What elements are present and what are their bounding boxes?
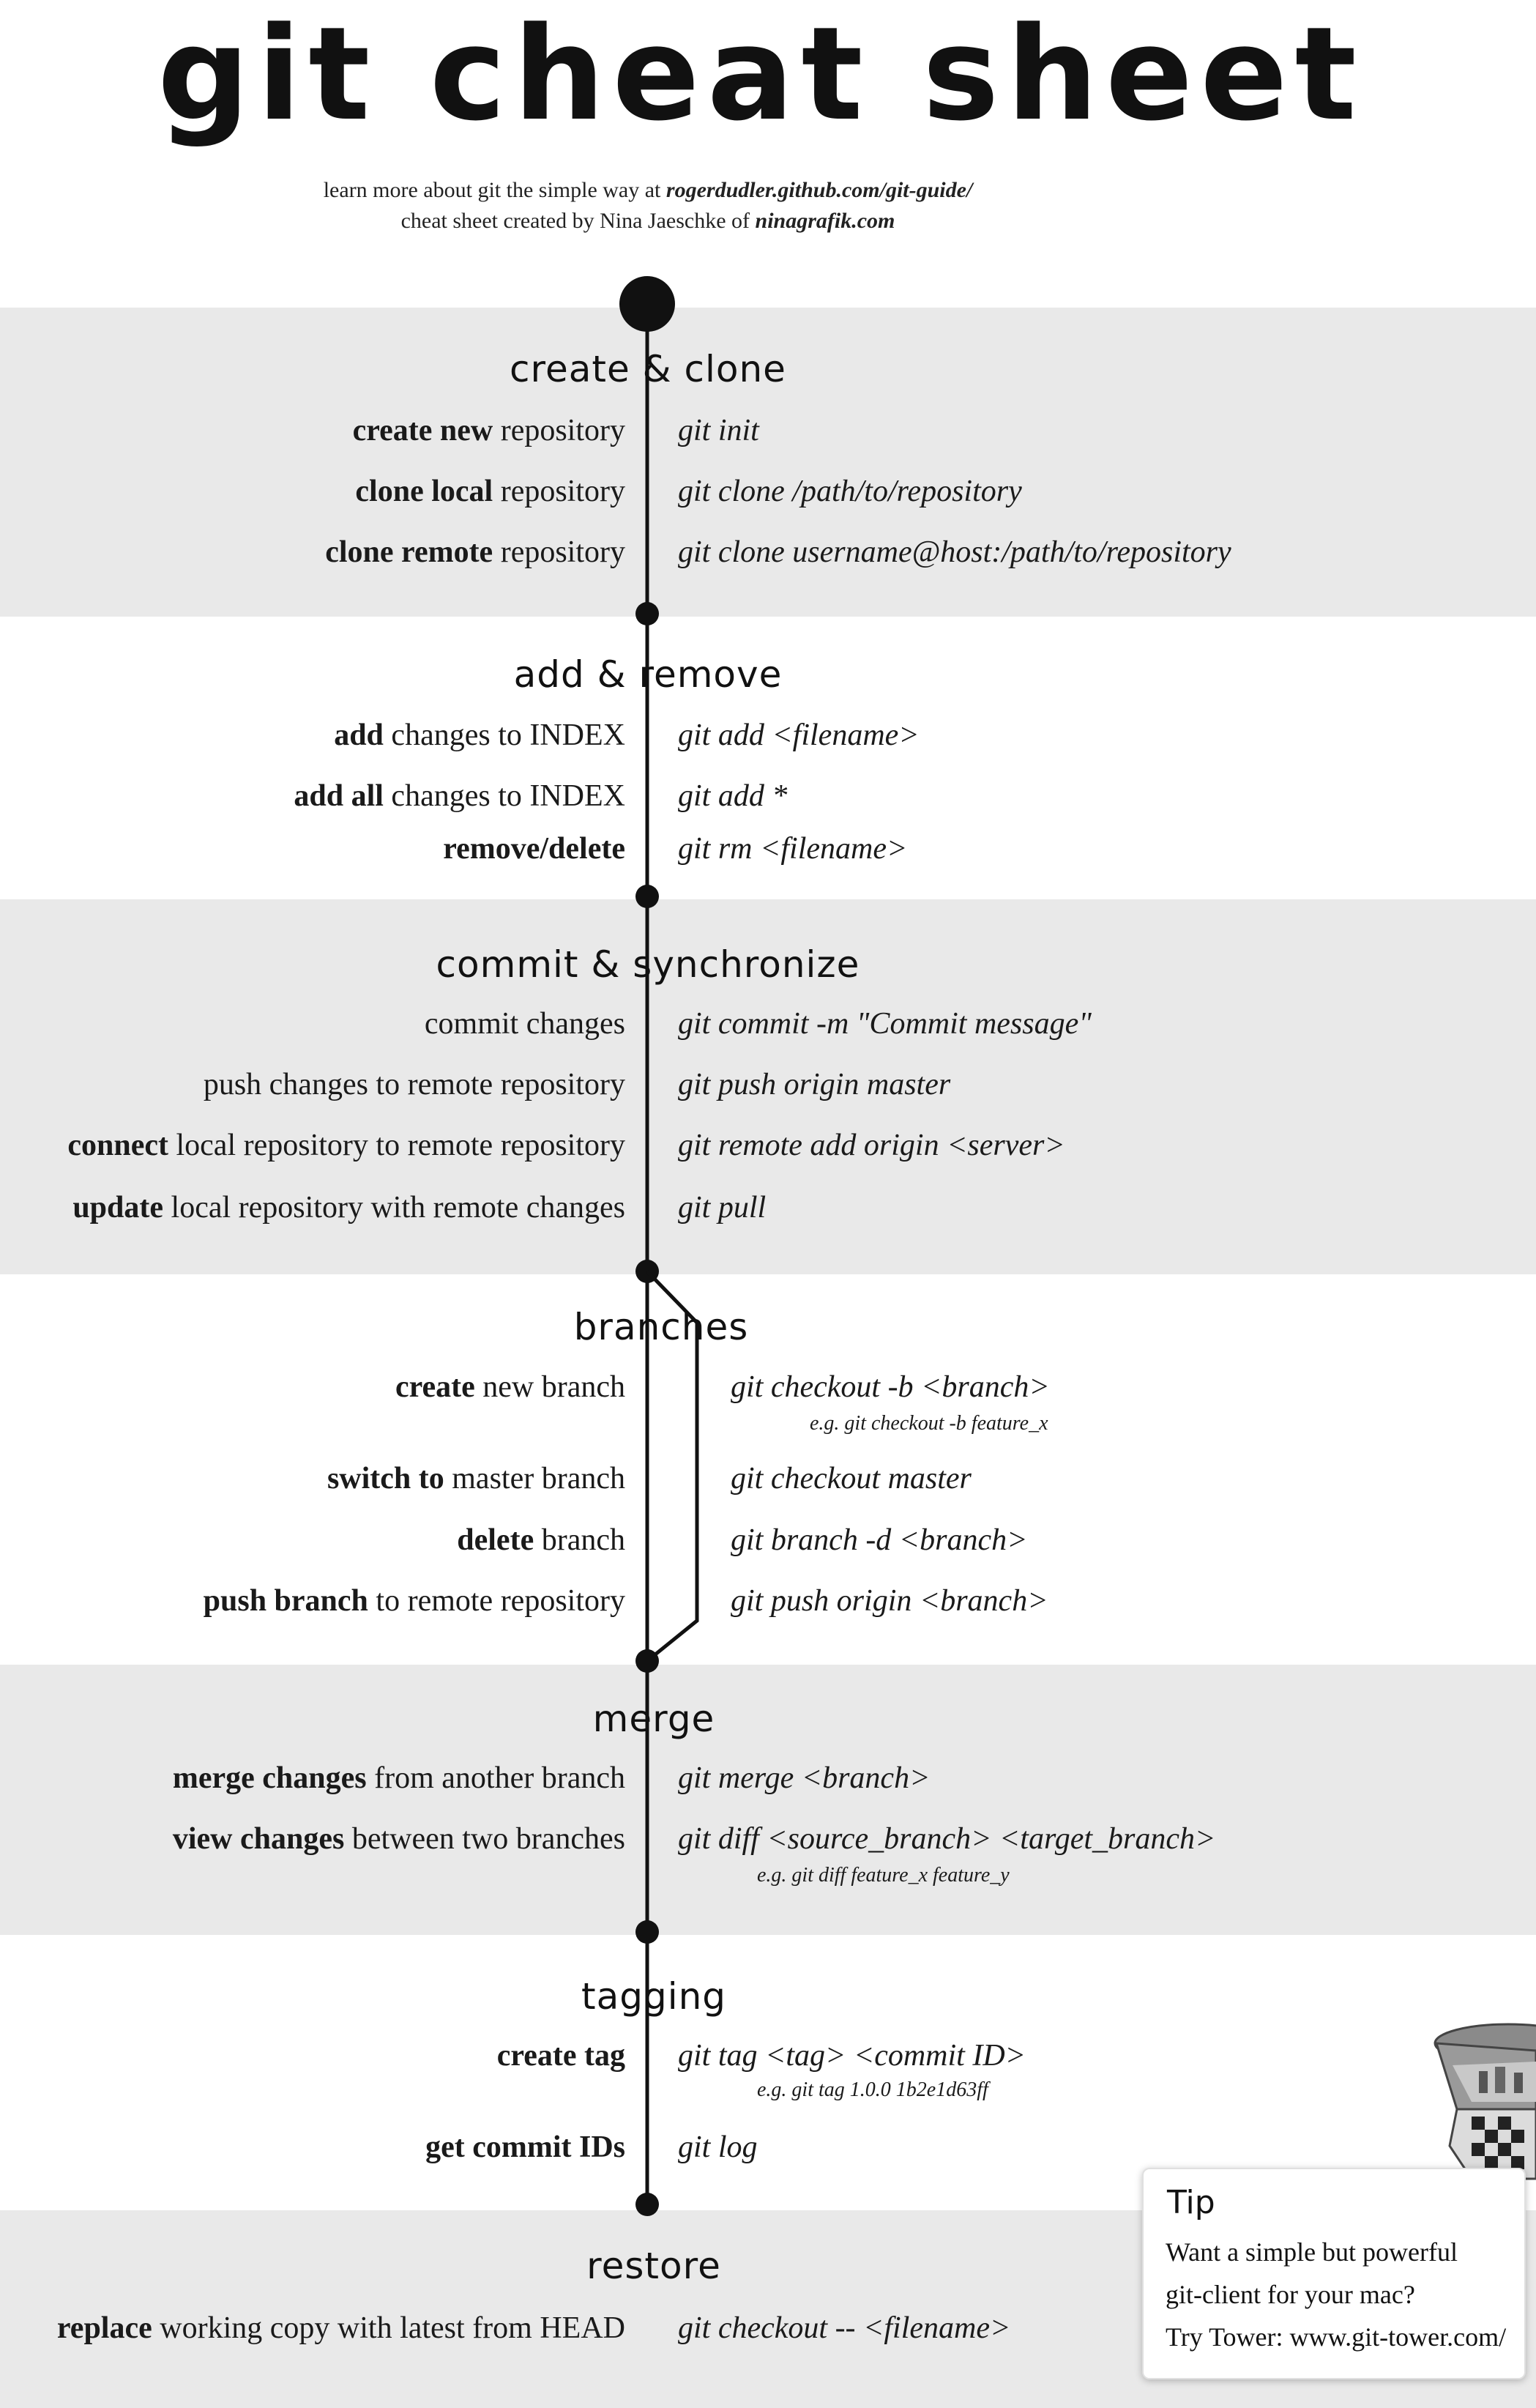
tip-title: Tip: [1167, 2184, 1215, 2221]
row-label: view changes between two branches: [172, 1822, 625, 1856]
row-label: connect local repository to remote repos…: [67, 1129, 625, 1162]
tip-box: Tip Want a simple but powerful git-clien…: [1142, 2168, 1526, 2379]
row-command: git branch -d <branch>: [731, 1523, 1028, 1557]
row-label: create new branch: [395, 1370, 625, 1404]
guide-link[interactable]: rogerdudler.github.com/git-guide/: [666, 178, 973, 202]
row-command: git clone /path/to/repository: [678, 475, 1022, 508]
tip-line: Want a simple but powerful: [1166, 2237, 1458, 2267]
row-command: git push origin <branch>: [731, 1584, 1048, 1618]
row-command: git checkout -b <branch>: [731, 1370, 1050, 1404]
tower-app-icon[interactable]: [1428, 2021, 1536, 2190]
row-command: git init: [678, 414, 759, 447]
credit-line: cheat sheet created by Nina Jaeschke of …: [400, 209, 895, 233]
row-label: commit changes: [424, 1007, 625, 1041]
row-command: git add *: [678, 779, 788, 813]
row-command: git push origin master: [678, 1068, 951, 1101]
row-label: get commit IDs: [425, 2130, 625, 2164]
tip-line: git-client for your mac?: [1166, 2280, 1415, 2309]
page-title: git cheat sheet: [157, 0, 1364, 149]
section-title-merge: merge: [592, 1698, 715, 1740]
band-create-clone: [0, 308, 1536, 617]
section-title-branches: branches: [573, 1306, 749, 1348]
row-label: clone local repository: [355, 475, 625, 508]
row-command: git log: [678, 2130, 758, 2164]
commit-node: [635, 2193, 659, 2216]
row-label: remove/delete: [443, 832, 625, 866]
example-note: e.g. git checkout -b feature_x: [810, 1412, 1048, 1435]
row-command: git merge <branch>: [678, 1761, 931, 1795]
section-title-restore: restore: [586, 2245, 721, 2287]
section-title-commit-sync: commit & synchronize: [436, 943, 860, 986]
tower-link[interactable]: Try Tower: www.git-tower.com/: [1166, 2322, 1507, 2352]
row-command: git commit -m "Commit message": [678, 1007, 1092, 1041]
row-command: git rm <filename>: [678, 832, 908, 866]
row-label: create new repository: [352, 414, 625, 447]
row-command: git remote add origin <server>: [678, 1129, 1065, 1162]
commit-node: [635, 602, 659, 625]
commit-node: [635, 1920, 659, 1944]
section-title-add-remove: add & remove: [513, 653, 783, 696]
start-node: [619, 276, 675, 332]
row-label: clone remote repository: [325, 535, 625, 569]
row-command: git tag <tag> <commit ID>: [678, 2039, 1026, 2073]
row-label: update local repository with remote chan…: [72, 1191, 625, 1225]
row-command: git clone username@host:/path/to/reposit…: [678, 535, 1231, 569]
row-label: create tag: [496, 2039, 625, 2073]
row-command: git diff <source_branch> <target_branch>: [678, 1822, 1216, 1856]
row-label: push branch to remote repository: [203, 1584, 625, 1618]
row-label: add all changes to INDEX: [294, 779, 625, 813]
commit-node: [635, 885, 659, 908]
row-command: git pull: [678, 1191, 767, 1225]
row-label: add changes to INDEX: [334, 718, 625, 752]
learn-more-line: learn more about git the simple way at r…: [323, 178, 973, 202]
commit-node: [635, 1649, 659, 1673]
author-link[interactable]: ninagrafik.com: [755, 209, 895, 233]
row-command: git checkout -- <filename>: [678, 2311, 1011, 2345]
band-merge: [0, 1665, 1536, 1935]
row-label: delete branch: [457, 1523, 625, 1557]
row-command: git checkout master: [731, 1462, 972, 1495]
section-title-create-clone: create & clone: [510, 348, 786, 390]
band-commit-sync: [0, 899, 1536, 1274]
row-command: git add <filename>: [678, 718, 920, 752]
branch-line: [646, 1270, 699, 1662]
row-label: switch to master branch: [327, 1462, 625, 1495]
row-label: merge changes from another branch: [172, 1761, 625, 1795]
section-title-tagging: tagging: [581, 1975, 727, 2018]
example-note: e.g. git tag 1.0.0 1b2e1d63ff: [757, 2078, 988, 2101]
row-label: replace working copy with latest from HE…: [56, 2311, 625, 2345]
row-label: push changes to remote repository: [203, 1068, 625, 1101]
example-note: e.g. git diff feature_x feature_y: [757, 1864, 1010, 1887]
